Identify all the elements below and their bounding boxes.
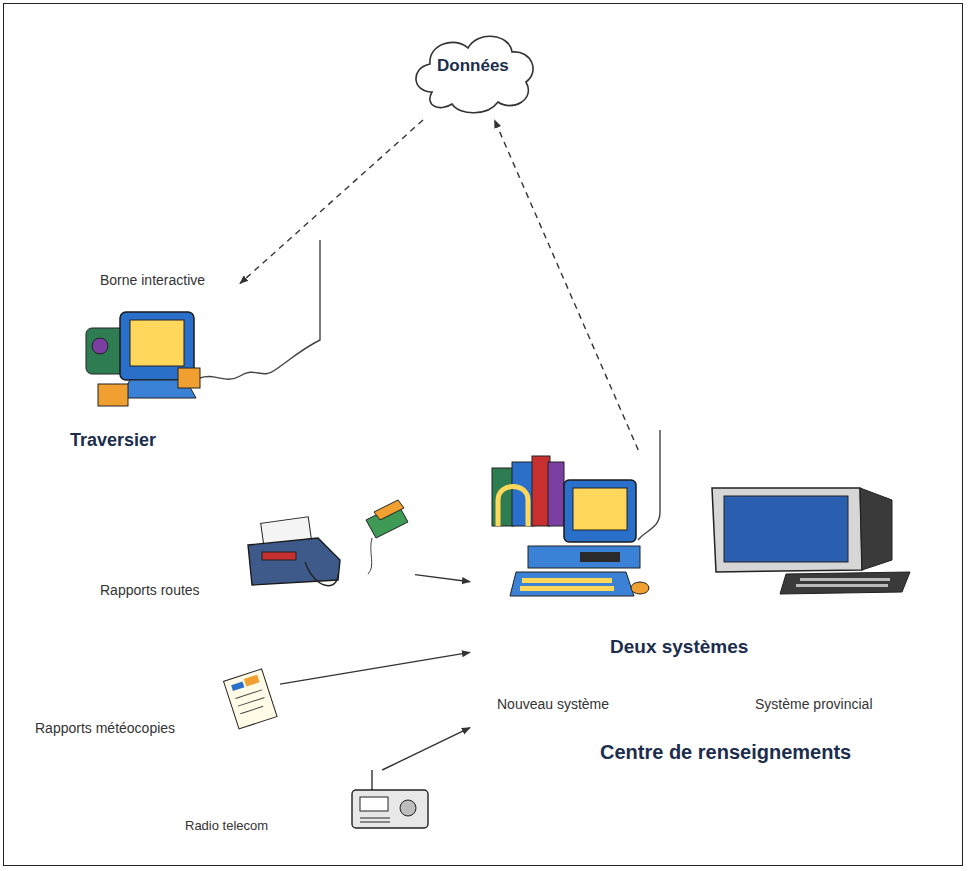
- cloud-node: Données: [412, 28, 537, 120]
- computer-icon: [492, 456, 649, 596]
- radio-icon: [352, 770, 428, 828]
- weather-report-node: Rapports météocopies: [30, 664, 280, 746]
- heading-label: Centre de renseignements: [600, 740, 851, 764]
- weather-report-icon: [224, 669, 277, 729]
- item-label: Rapports routes: [100, 582, 200, 599]
- item-label: Nouveau système: [497, 696, 609, 713]
- road-report-node: Rapports routes: [95, 500, 415, 608]
- item-label: Borne interactive: [100, 272, 205, 289]
- computer-wire: [638, 430, 660, 540]
- kiosk-icon: [86, 312, 200, 406]
- monitor-icon: [712, 488, 910, 594]
- data-arrow: [280, 652, 470, 684]
- data-arrow: [382, 728, 470, 770]
- info-centre-node: Deux systèmesNouveau système Système prov…: [470, 450, 948, 775]
- item-label: Système provincial: [755, 696, 873, 713]
- dashed-arrow: [495, 120, 639, 450]
- item-label: Radio telecom: [185, 818, 268, 834]
- heading-label: Traversier: [70, 430, 156, 452]
- kiosk-node: Borne interactiveTraversier: [62, 268, 240, 458]
- dashed-arrow: [240, 120, 423, 283]
- kiosk-wire: [200, 240, 320, 379]
- cloud-shape: [416, 36, 533, 112]
- phone-icon: [366, 500, 408, 574]
- radio-node: Radio telecom: [180, 770, 435, 842]
- item-label: Rapports météocopies: [35, 720, 175, 737]
- fax-icon: [248, 517, 340, 586]
- heading-label: Données: [437, 56, 509, 76]
- heading-label: Deux systèmes: [610, 636, 748, 659]
- data-arrow: [415, 575, 470, 582]
